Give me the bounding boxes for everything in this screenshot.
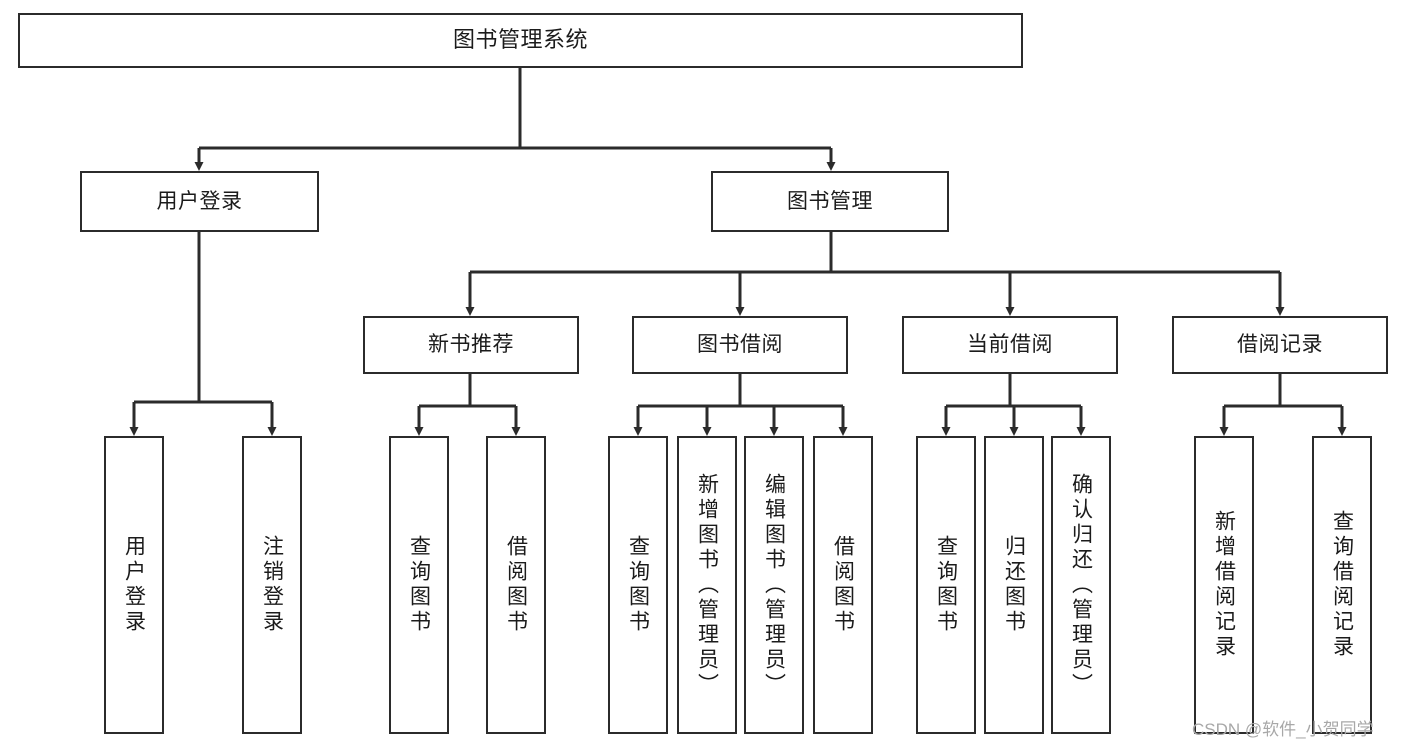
leaf-query-book-recommend[interactable]: 查询图书 <box>389 436 449 734</box>
node-book-management[interactable]: 图书管理 <box>711 171 949 232</box>
leaf-borrow-book-recommend-label: 借阅图书 <box>504 535 528 635</box>
node-root-label: 图书管理系统 <box>452 27 588 53</box>
leaf-edit-book-admin-label: 编辑图书（管理员） <box>762 472 786 698</box>
node-book-borrow-label: 图书借阅 <box>697 333 783 357</box>
leaf-query-borrow-record[interactable]: 查询借阅记录 <box>1312 436 1372 734</box>
node-borrow-record-label: 借阅记录 <box>1237 333 1323 357</box>
node-current-borrow-label: 当前借阅 <box>967 333 1053 357</box>
leaf-borrow-book-recommend[interactable]: 借阅图书 <box>486 436 546 734</box>
node-new-book-recommend[interactable]: 新书推荐 <box>363 316 579 374</box>
leaf-add-borrow-record-label: 新增借阅记录 <box>1212 510 1236 660</box>
node-user-login-label: 用户登录 <box>156 189 243 213</box>
leaf-edit-book-admin[interactable]: 编辑图书（管理员） <box>744 436 804 734</box>
leaf-confirm-return-admin[interactable]: 确认归还（管理员） <box>1051 436 1111 734</box>
leaf-borrow-book-label: 借阅图书 <box>831 535 855 635</box>
leaf-query-borrow-record-label: 查询借阅记录 <box>1330 510 1354 660</box>
leaf-query-book-current-label: 查询图书 <box>934 535 958 635</box>
leaf-logout-label: 注销登录 <box>260 535 284 635</box>
leaf-confirm-return-admin-label: 确认归还（管理员） <box>1069 472 1093 698</box>
node-book-borrow[interactable]: 图书借阅 <box>632 316 848 374</box>
leaf-add-book-admin-label: 新增图书（管理员） <box>695 472 719 698</box>
node-current-borrow[interactable]: 当前借阅 <box>902 316 1118 374</box>
leaf-query-book-current[interactable]: 查询图书 <box>916 436 976 734</box>
leaf-logout[interactable]: 注销登录 <box>242 436 302 734</box>
node-user-login[interactable]: 用户登录 <box>80 171 319 232</box>
leaf-add-book-admin[interactable]: 新增图书（管理员） <box>677 436 737 734</box>
leaf-user-login-label: 用户登录 <box>122 535 146 635</box>
node-borrow-record[interactable]: 借阅记录 <box>1172 316 1388 374</box>
leaf-query-book-recommend-label: 查询图书 <box>407 535 431 635</box>
leaf-return-book[interactable]: 归还图书 <box>984 436 1044 734</box>
leaf-return-book-label: 归还图书 <box>1002 535 1026 635</box>
leaf-user-login[interactable]: 用户登录 <box>104 436 164 734</box>
node-book-management-label: 图书管理 <box>787 189 873 213</box>
node-new-book-recommend-label: 新书推荐 <box>428 333 514 357</box>
leaf-borrow-book[interactable]: 借阅图书 <box>813 436 873 734</box>
leaf-query-book-borrow-label: 查询图书 <box>626 535 650 635</box>
node-root[interactable]: 图书管理系统 <box>18 13 1023 68</box>
leaf-add-borrow-record[interactable]: 新增借阅记录 <box>1194 436 1254 734</box>
leaf-query-book-borrow[interactable]: 查询图书 <box>608 436 668 734</box>
